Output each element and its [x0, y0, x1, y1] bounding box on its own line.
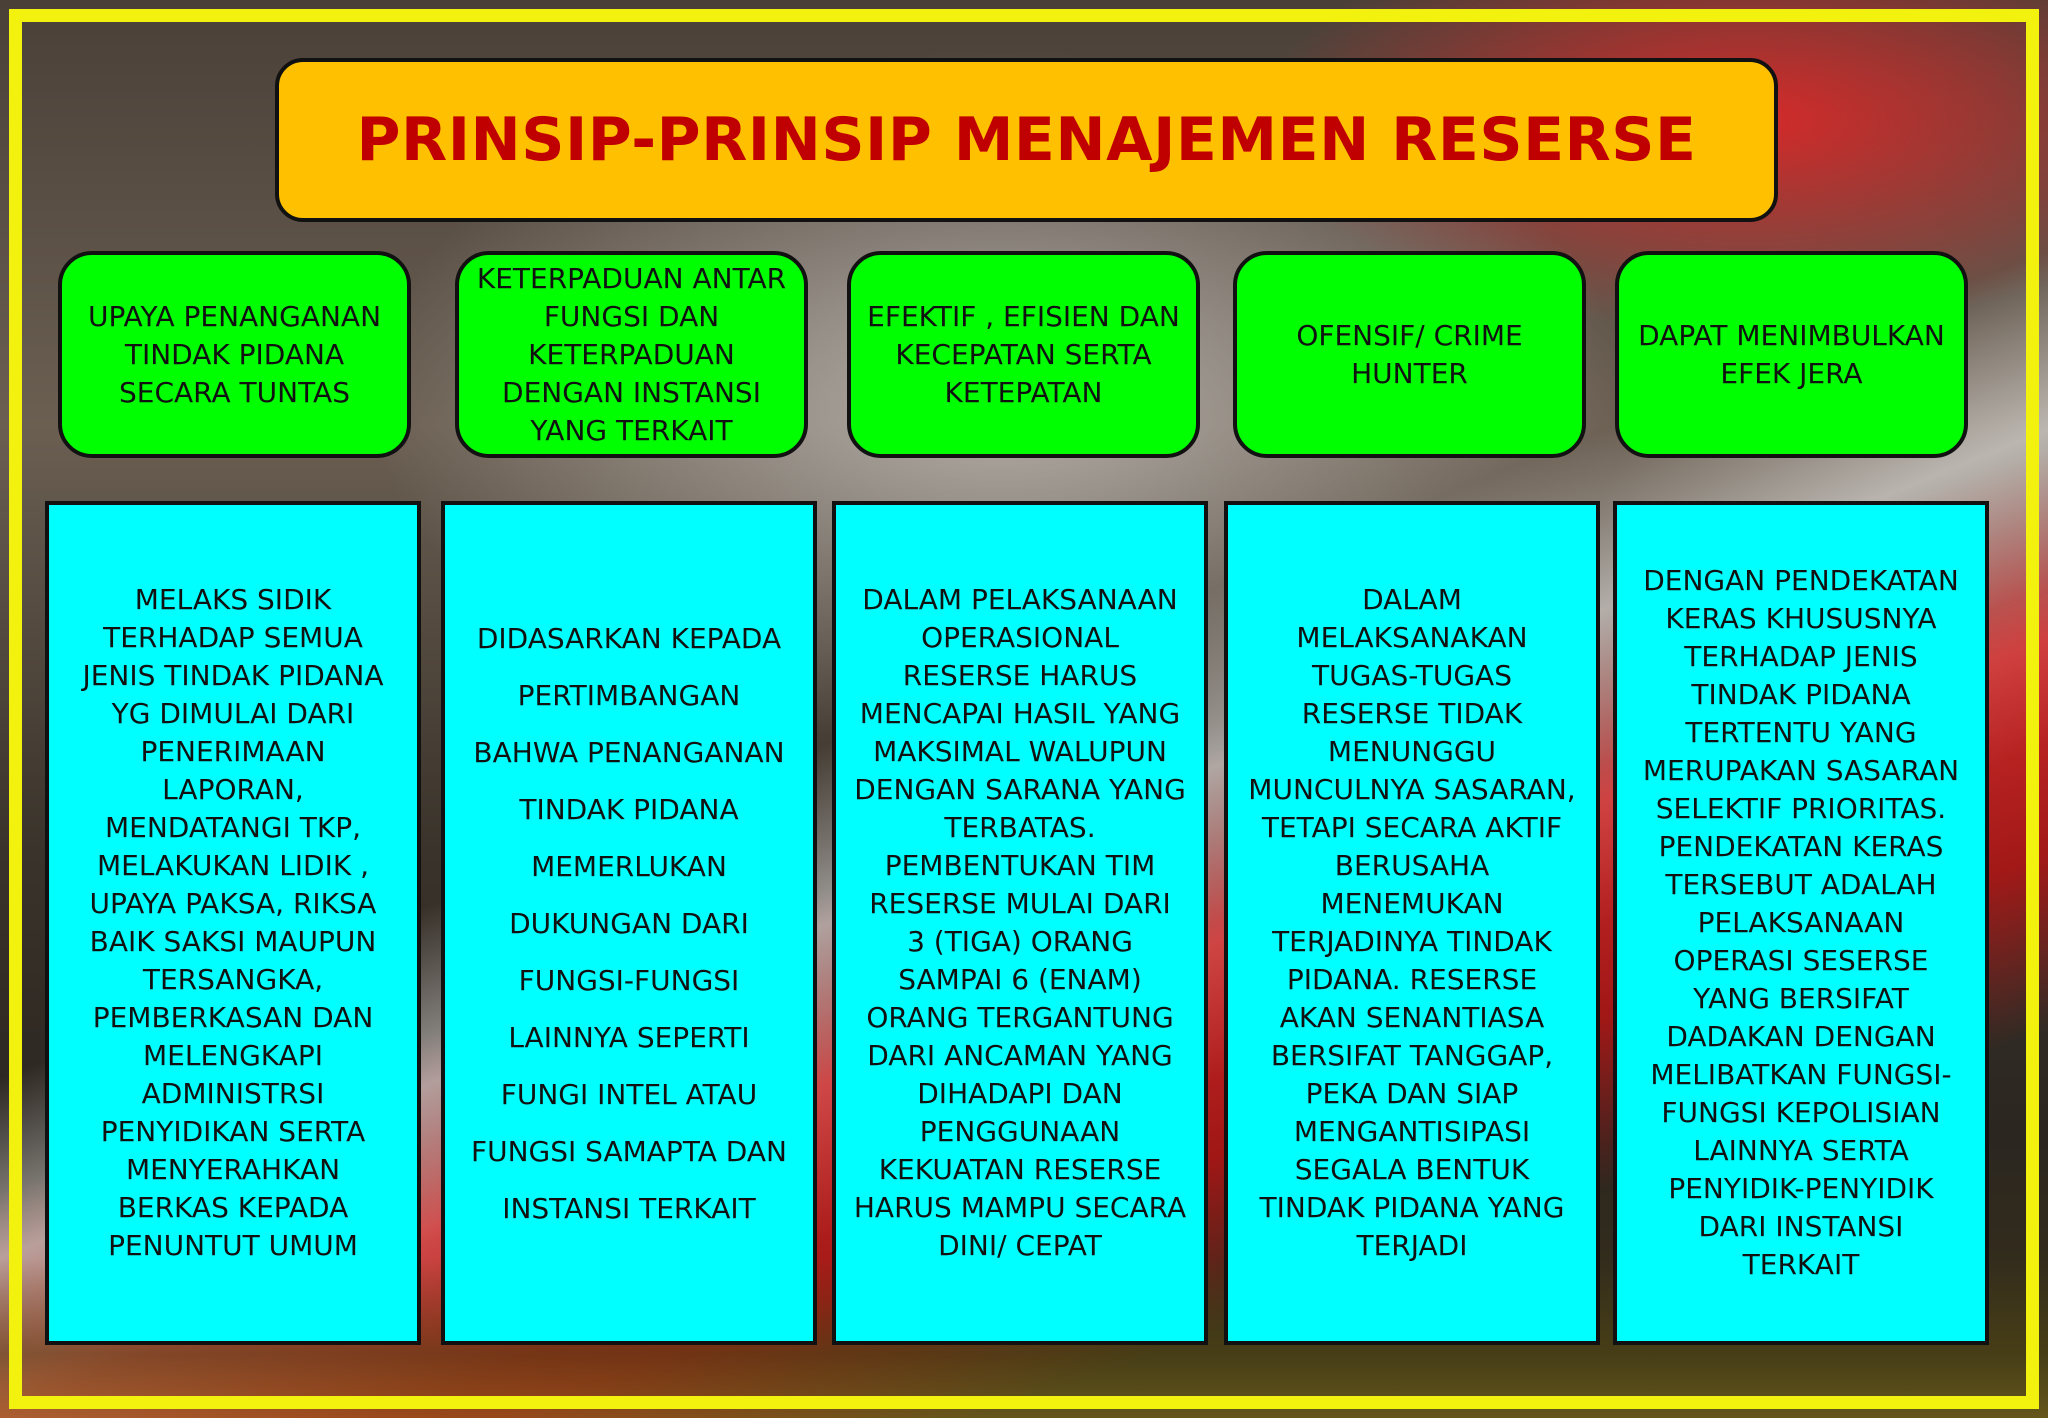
principle-header-1: UPAYA PENANGANAN TINDAK PIDANA SECARA TU… [58, 251, 411, 458]
principle-body-5: DENGAN PENDEKATAN KERAS KHUSUSNYA TERHAD… [1613, 501, 1989, 1345]
principle-body-text: DENGAN PENDEKATAN KERAS KHUSUSNYA TERHAD… [1642, 564, 1960, 1281]
principle-header-label: DAPAT MENIMBULKAN EFEK JERA [1638, 318, 1945, 390]
principle-header-4: OFENSIF/ CRIME HUNTER [1233, 251, 1586, 458]
principle-header-label: OFENSIF/ CRIME HUNTER [1296, 318, 1523, 390]
principle-body-text: MELAKS SIDIK TERHADAP SEMUA JENIS TINDAK… [82, 583, 384, 1262]
principle-header-2: KETERPADUAN ANTAR FUNGSI DAN KETERPADUAN… [455, 251, 808, 458]
principle-header-5: DAPAT MENIMBULKAN EFEK JERA [1615, 251, 1968, 458]
page-title: PRINSIP-PRINSIP MENAJEMEN RESERSE [356, 105, 1697, 175]
principle-body-2: DIDASARKAN KEPADA PERTIMBANGAN BAHWA PEN… [441, 501, 817, 1345]
principle-header-label: KETERPADUAN ANTAR FUNGSI DAN KETERPADUAN… [476, 261, 787, 447]
principle-body-text: DALAM PELAKSANAAN OPERASIONAL RESERSE HA… [853, 583, 1187, 1262]
principle-header-label: UPAYA PENANGANAN TINDAK PIDANA SECARA TU… [87, 299, 382, 409]
principle-body-4: DALAM MELAKSANAKAN TUGAS-TUGAS RESERSE T… [1224, 501, 1600, 1345]
principle-body-1: MELAKS SIDIK TERHADAP SEMUA JENIS TINDAK… [45, 501, 421, 1345]
title-banner: PRINSIP-PRINSIP MENAJEMEN RESERSE [275, 58, 1778, 222]
principle-body-text: DIDASARKAN KEPADA PERTIMBANGAN BAHWA PEN… [471, 621, 787, 1225]
principle-body-text: DALAM MELAKSANAKAN TUGAS-TUGAS RESERSE T… [1248, 583, 1576, 1262]
principle-header-3: EFEKTIF , EFISIEN DAN KECEPATAN SERTA KE… [847, 251, 1200, 458]
principle-body-3: DALAM PELAKSANAAN OPERASIONAL RESERSE HA… [832, 501, 1208, 1345]
principle-header-label: EFEKTIF , EFISIEN DAN KECEPATAN SERTA KE… [867, 299, 1180, 409]
